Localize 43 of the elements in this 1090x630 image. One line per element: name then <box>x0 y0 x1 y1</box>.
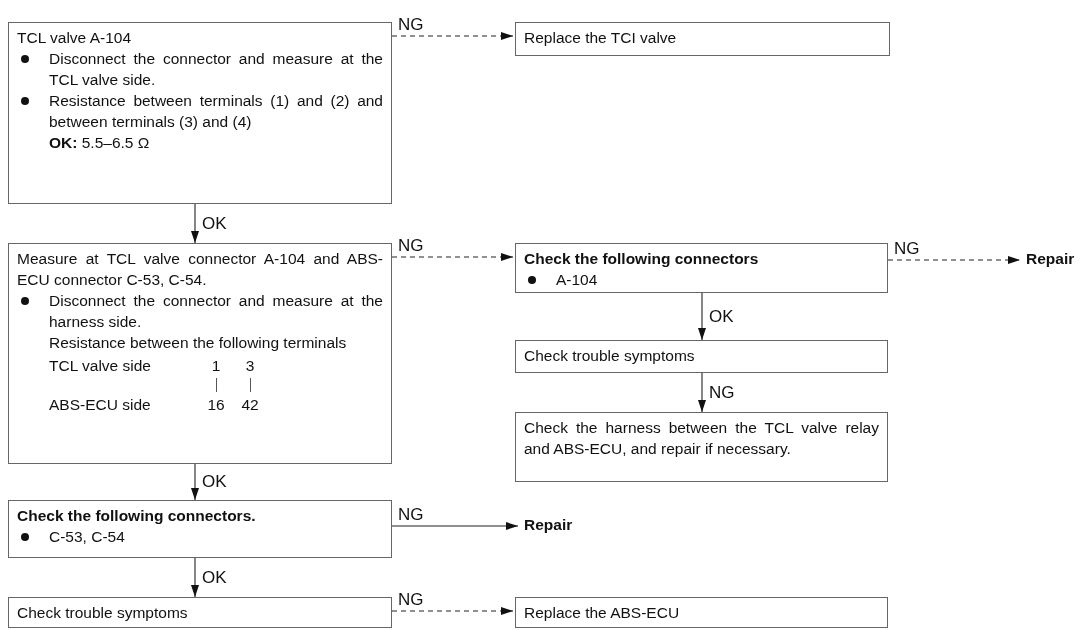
arrow <box>391 522 519 530</box>
box-text: Replace the TCI valve <box>524 28 678 48</box>
terminal-number: 1 <box>210 356 222 376</box>
box-text: Check trouble symptoms <box>17 603 189 623</box>
terminal-number: 3 <box>244 356 256 376</box>
terminal-number: 42 <box>240 395 260 415</box>
arrow <box>698 292 706 341</box>
process-box <box>515 597 888 628</box>
process-box <box>8 597 392 628</box>
process-box <box>8 243 392 464</box>
arrow <box>391 253 514 261</box>
box-text: Check the harness between the TCL valve relay and ABS-ECU, and repair if necessary. <box>524 418 879 459</box>
arrow <box>191 557 199 598</box>
box-text: Check trouble symptoms <box>524 346 696 366</box>
process-box <box>8 500 392 558</box>
box-text: Resistance between the following terminals <box>49 333 348 353</box>
process-box <box>8 22 392 204</box>
bullet-text: Resistance between terminals (1) and (2) and between terminals (3) and (4) <box>49 91 383 132</box>
process-box <box>515 22 890 56</box>
result-text: Repair <box>1022 246 1088 272</box>
arrow <box>391 32 514 40</box>
arrow <box>887 256 1021 264</box>
bullet-text: Disconnect the connector and measure at the harness side. <box>49 291 383 332</box>
box-text: Replace the ABS-ECU <box>524 603 681 623</box>
arrow <box>391 607 514 615</box>
process-box <box>515 243 888 293</box>
process-box <box>515 412 888 482</box>
arrow <box>698 372 706 413</box>
box-text: Measure at TCL valve connector A-104 and ABS-ECU connector C-53, C-54. <box>17 249 383 290</box>
bullet-text: Disconnect the connector and measure at the TCL valve side. <box>49 49 383 90</box>
bullet-text: A-104 <box>556 270 599 290</box>
arrow <box>191 463 199 501</box>
box-text: TCL valve A-104 <box>17 28 132 48</box>
terminal-number: 16 <box>206 395 226 415</box>
table-label: TCL valve side <box>49 356 152 376</box>
table-label: ABS-ECU side <box>49 395 152 415</box>
box-heading: Check the following connectors. <box>17 506 257 526</box>
process-box <box>515 340 888 373</box>
arrow <box>191 203 199 244</box>
bullet-text: C-53, C-54 <box>49 527 126 547</box>
box-text: OK: 5.5–6.5 Ω <box>49 133 151 153</box>
box-heading: Check the following connectors <box>524 249 760 269</box>
result-text: Repair <box>520 512 590 538</box>
